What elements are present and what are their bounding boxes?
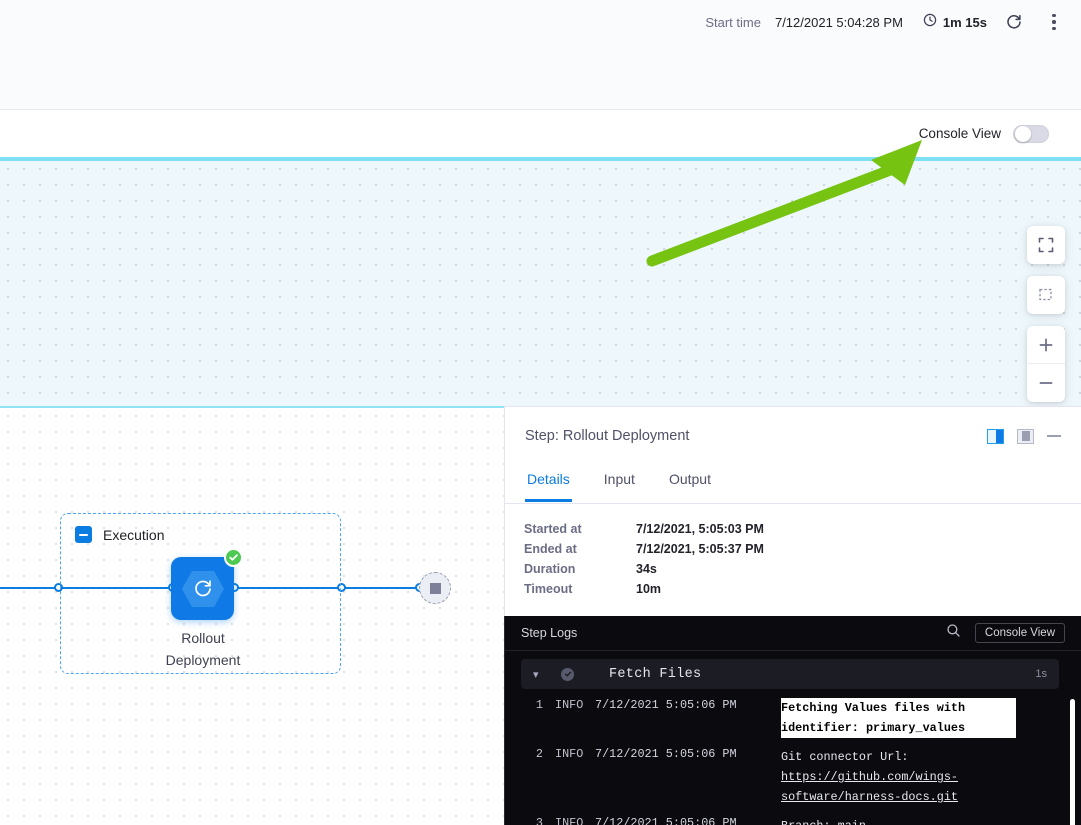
tab-input[interactable]: Input — [603, 471, 635, 487]
rollout-deployment-node[interactable] — [171, 548, 243, 620]
chevron-down-icon[interactable]: ▾ — [533, 668, 539, 681]
top-bar-meta: Start time 7/12/2021 5:04:28 PM 1m 15s — [705, 8, 1067, 36]
log-line-severity: INFO — [555, 747, 584, 761]
selection-tool-card — [1027, 276, 1065, 314]
field-value: 7/12/2021, 5:05:37 PM — [636, 542, 764, 556]
zoom-in-button[interactable] — [1027, 326, 1065, 364]
stop-square-icon — [429, 582, 441, 594]
log-line-message: Fetching Values files with identifier: p… — [781, 698, 1016, 738]
duration-group: 1m 15s — [923, 13, 987, 32]
section-success-icon — [561, 667, 574, 681]
step-logs-body[interactable]: ▾ Fetch Files 1s 1 INFO 7/12/2021 5:05:0… — [505, 651, 1081, 825]
tabs-divider — [505, 503, 1081, 504]
field-row: Duration 34s — [524, 559, 764, 579]
step-detail-title: Step: Rollout Deployment — [525, 428, 690, 444]
step-logs-header-actions: Console View — [946, 623, 1065, 643]
search-icon[interactable] — [946, 623, 961, 643]
step-logs-panel: Step Logs Console View ▾ Fetch Files 1s … — [504, 616, 1081, 825]
console-view-button[interactable]: Console View — [974, 623, 1065, 643]
rollout-deployment-node-label: Rollout Deployment — [145, 627, 261, 671]
log-line: 1 INFO 7/12/2021 5:05:06 PM Fetching Val… — [521, 698, 1081, 738]
kebab-menu-icon[interactable] — [1041, 9, 1067, 35]
log-line-number: 2 — [535, 747, 543, 761]
hexagon-shape — [181, 570, 224, 607]
log-line-severity: INFO — [555, 816, 584, 825]
log-line-link[interactable]: https://github.com/wings-software/harnes… — [781, 770, 958, 804]
top-bar: Start time 7/12/2021 5:04:28 PM 1m 15s — [0, 0, 1081, 110]
execution-group-label: Execution — [103, 526, 165, 543]
start-time-label: Start time — [705, 14, 761, 30]
log-line-timestamp: 7/12/2021 5:05:06 PM — [595, 747, 737, 761]
selection-tool-button[interactable] — [1027, 276, 1065, 314]
console-view-toggle[interactable] — [1013, 124, 1049, 143]
field-key: Ended at — [524, 542, 577, 556]
field-value: 7/12/2021, 5:05:03 PM — [636, 522, 764, 536]
tab-output[interactable]: Output — [668, 471, 711, 487]
log-line-number: 1 — [535, 698, 543, 712]
step-detail-header: Step: Rollout Deployment — [505, 407, 1081, 465]
log-section-fetch-files[interactable]: ▾ Fetch Files 1s — [521, 659, 1059, 689]
step-detail-header-icons — [987, 428, 1061, 444]
refresh-icon[interactable] — [1001, 9, 1027, 35]
console-view-control: Console View — [919, 110, 1049, 157]
step-logs-title: Step Logs — [521, 626, 578, 640]
log-line: 3 INFO 7/12/2021 5:05:06 PM Branch: main — [521, 816, 1081, 825]
log-line: 2 INFO 7/12/2021 5:05:06 PM Git connecto… — [521, 747, 1081, 807]
canvas-controls — [1027, 226, 1065, 406]
log-line-message-text: Git connector Url: — [781, 750, 909, 764]
clock-icon — [923, 13, 937, 32]
log-line-number: 3 — [535, 816, 543, 825]
split-view-right-icon[interactable] — [987, 428, 1004, 444]
tab-details[interactable]: Details — [525, 465, 572, 502]
stop-node[interactable] — [419, 572, 451, 604]
zoom-out-button[interactable] — [1027, 364, 1065, 402]
log-line-message: Branch: main — [781, 816, 1016, 825]
log-section-duration: 1s — [1035, 668, 1047, 680]
collapse-group-button[interactable] — [75, 526, 92, 543]
toggle-knob — [1015, 125, 1031, 142]
start-time-value: 7/12/2021 5:04:28 PM — [774, 14, 903, 30]
step-detail-panel: Step: Rollout Deployment Details Input O… — [504, 406, 1081, 616]
field-key: Duration — [524, 562, 576, 576]
node-label-line-2: Deployment — [165, 652, 241, 668]
execution-group[interactable]: Execution — [60, 513, 341, 674]
rollout-deployment-node-wrap: Rollout Deployment — [166, 548, 243, 668]
log-line-timestamp: 7/12/2021 5:05:06 PM — [595, 816, 737, 825]
zoom-controls-card — [1027, 326, 1065, 402]
rollout-refresh-icon — [194, 579, 211, 596]
log-scrollbar[interactable] — [1070, 699, 1075, 825]
field-row: Started at 7/12/2021, 5:05:03 PM — [524, 519, 764, 539]
console-view-strip: Console View — [0, 110, 1081, 157]
log-section-name: Fetch Files — [609, 666, 702, 682]
minimize-icon[interactable] — [1047, 435, 1061, 437]
field-row: Timeout 10m — [524, 579, 764, 599]
pipeline-canvas-top[interactable] — [0, 157, 1081, 406]
log-line-message: Git connector Url: https://github.com/wi… — [781, 747, 1016, 807]
split-view-bottom-icon[interactable] — [1017, 428, 1034, 444]
field-value: 10m — [636, 582, 662, 596]
console-view-label: Console View — [918, 126, 1001, 141]
fit-to-screen-button[interactable] — [1027, 226, 1065, 264]
step-detail-tabs: Details Input Output — [525, 465, 713, 502]
field-key: Timeout — [524, 582, 573, 596]
step-logs-header: Step Logs Console View — [505, 616, 1081, 651]
duration-value: 1m 15s — [942, 14, 987, 30]
pipeline-canvas-bottom[interactable] — [0, 406, 504, 825]
field-value: 34s — [636, 562, 657, 576]
execution-group-header: Execution — [75, 526, 164, 543]
step-detail-fields: Started at 7/12/2021, 5:05:03 PM Ended a… — [524, 519, 764, 599]
node-label-line-1: Rollout — [181, 630, 225, 646]
success-status-badge — [224, 548, 243, 567]
fit-to-screen-card — [1027, 226, 1065, 264]
field-row: Ended at 7/12/2021, 5:05:37 PM — [524, 539, 764, 559]
log-line-severity: INFO — [555, 698, 584, 712]
field-key: Started at — [524, 522, 582, 536]
log-line-timestamp: 7/12/2021 5:05:06 PM — [595, 698, 737, 712]
